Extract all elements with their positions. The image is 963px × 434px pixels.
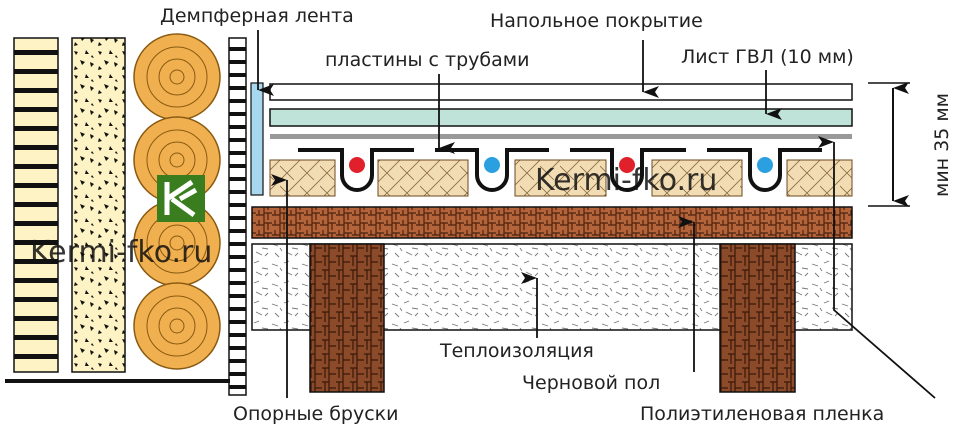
gvl-sheet: [269, 108, 853, 127]
polyethylene-film: [270, 134, 852, 139]
cold-pipe: [484, 157, 500, 173]
thickness-label: мин 35 мм: [931, 93, 953, 197]
floor-covering-label: Напольное покрытие: [490, 10, 703, 32]
subfloor-board: [251, 206, 853, 239]
support-bars-label: Опорные бруски: [233, 403, 399, 425]
support-bars: [269, 159, 853, 197]
heat-plates: [298, 148, 822, 192]
wall-cladding: [13, 37, 59, 373]
watermark: Kermi-fko.ru: [535, 163, 717, 198]
support-bar: [514, 159, 607, 197]
insulation-label: Теплоизоляция: [439, 340, 594, 362]
logo: [157, 175, 205, 222]
inner-wall-lining: [228, 37, 247, 396]
support-bar: [269, 159, 336, 197]
hot-pipe: [349, 157, 365, 173]
damper-tape: [250, 82, 264, 196]
cold-pipe: [757, 157, 773, 173]
logo-k-icon: [164, 179, 198, 218]
support-bar: [377, 159, 469, 197]
leader-arrows: [257, 30, 936, 399]
support-bar: [786, 159, 853, 197]
watermark: Kermi-fko.ru: [30, 235, 212, 270]
gvl-sheet-label: Лист ГВЛ (10 мм): [681, 46, 854, 68]
joist: [309, 243, 385, 393]
damper-tape-label: Демпферная лента: [160, 5, 354, 27]
subfloor-label: Черновой пол: [522, 372, 660, 394]
poly-film-label: Полиэтиленовая пленка: [640, 403, 884, 425]
wall-insulation: [71, 37, 126, 373]
joist: [719, 243, 796, 393]
hot-pipe: [619, 157, 635, 173]
thickness-dimension: [868, 82, 910, 207]
pipe-plates-label: пластины с трубами: [325, 49, 529, 71]
floor-covering: [269, 83, 853, 101]
support-bar: [651, 159, 743, 197]
